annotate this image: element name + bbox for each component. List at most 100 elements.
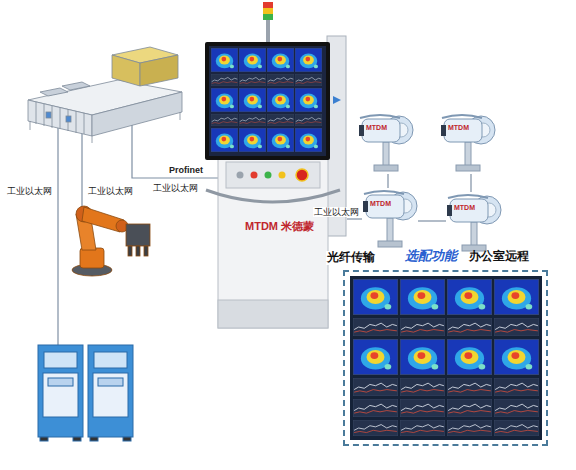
monitoring-cabinet bbox=[239, 74, 266, 86]
fiber-label: 光纤传输 bbox=[326, 251, 376, 265]
remote-office-box: 选配功能办公室远程 bbox=[343, 270, 548, 446]
production-line bbox=[180, 112, 181, 120]
remote-screen bbox=[353, 399, 398, 417]
robot-arm bbox=[126, 224, 150, 246]
camera-symbol bbox=[364, 191, 404, 194]
production-line bbox=[28, 47, 182, 143]
monitoring-cabinet bbox=[211, 74, 238, 86]
remote-screen bbox=[494, 339, 539, 375]
network-link bbox=[470, 174, 471, 192]
network-link bbox=[418, 220, 446, 221]
monitoring-cabinet bbox=[211, 88, 238, 112]
camera-symbol bbox=[446, 192, 502, 254]
camera-brand: MTDM bbox=[448, 124, 469, 132]
monitoring-cabinet bbox=[237, 172, 244, 179]
control-cabinet bbox=[38, 345, 83, 437]
remote-screen bbox=[494, 420, 539, 436]
monitoring-cabinet bbox=[333, 96, 341, 104]
production-line bbox=[92, 92, 182, 136]
camera-symbol bbox=[440, 112, 496, 174]
thermal-camera: MTDM bbox=[358, 112, 414, 174]
camera-brand: MTDM bbox=[454, 204, 475, 212]
remote-screen bbox=[494, 279, 539, 315]
ethernet-wire bbox=[81, 133, 82, 208]
monitoring-cabinet bbox=[263, 14, 273, 20]
camera-symbol bbox=[363, 201, 368, 212]
robot-arm bbox=[136, 246, 140, 256]
camera-symbol bbox=[359, 125, 364, 136]
thermal-camera: MTDM bbox=[446, 192, 502, 254]
monitoring-cabinet bbox=[267, 114, 294, 126]
monitoring-cabinet bbox=[279, 172, 286, 179]
monitoring-cabinet bbox=[205, 42, 330, 160]
remote-screen bbox=[350, 276, 542, 440]
camera-symbol bbox=[378, 241, 402, 247]
production-line bbox=[84, 113, 85, 134]
control-cabinet bbox=[90, 437, 98, 441]
remote-screen bbox=[447, 420, 492, 436]
monitoring-cabinet bbox=[209, 46, 326, 156]
control-cabinet bbox=[48, 378, 73, 386]
control-cabinet bbox=[94, 352, 127, 368]
remote-screen bbox=[353, 279, 398, 315]
camera-symbol bbox=[360, 115, 400, 118]
monitoring-cabinet bbox=[218, 300, 328, 328]
camera-symbol bbox=[471, 222, 477, 246]
monitoring-cabinet bbox=[251, 172, 258, 179]
remote-screen bbox=[494, 378, 539, 396]
thermal-camera: MTDM bbox=[362, 188, 418, 250]
remote-screen bbox=[494, 318, 539, 336]
remote-screen bbox=[400, 339, 445, 375]
control-cabinet bbox=[73, 437, 81, 441]
camera-symbol bbox=[447, 205, 452, 216]
control-cabinet bbox=[44, 352, 77, 368]
network-label: 工业以太网 bbox=[6, 186, 53, 196]
monitoring-cabinet bbox=[211, 48, 238, 72]
camera-brand: MTDM bbox=[370, 200, 391, 208]
remote-screen bbox=[400, 279, 445, 315]
monitoring-cabinet bbox=[295, 74, 322, 86]
remote-heading: 办公室远程 bbox=[469, 250, 529, 264]
ethernet-wire bbox=[58, 122, 218, 345]
production-line bbox=[46, 112, 51, 118]
monitoring-cabinet bbox=[211, 114, 238, 126]
production-line bbox=[76, 111, 77, 133]
monitoring-cabinet bbox=[239, 48, 266, 72]
monitoring-cabinet bbox=[239, 114, 266, 126]
remote-screen bbox=[350, 276, 542, 440]
production-line bbox=[30, 121, 31, 130]
production-line bbox=[60, 107, 61, 129]
control-cabinet bbox=[98, 378, 123, 386]
network-label: 工业以太网 bbox=[313, 207, 360, 217]
camera-symbol bbox=[387, 218, 393, 242]
production-line bbox=[92, 136, 93, 143]
camera-symbol bbox=[441, 125, 446, 136]
camera-symbol bbox=[362, 188, 418, 250]
monitoring-cabinet bbox=[239, 88, 266, 112]
remote-screen bbox=[400, 420, 445, 436]
remote-screen bbox=[447, 399, 492, 417]
remote-screen bbox=[447, 339, 492, 375]
camera-symbol bbox=[465, 142, 471, 166]
production-line bbox=[66, 116, 71, 122]
monitoring-cabinet bbox=[295, 88, 322, 112]
monitoring-cabinet bbox=[206, 190, 340, 202]
monitoring-cabinet bbox=[263, 2, 273, 8]
camera-brand: MTDM bbox=[366, 124, 387, 132]
robot-arm bbox=[128, 246, 132, 256]
monitoring-cabinet bbox=[267, 74, 294, 86]
remote-screen bbox=[353, 318, 398, 336]
control-cabinet bbox=[43, 373, 78, 417]
remote-screen bbox=[447, 378, 492, 396]
camera-symbol bbox=[450, 199, 488, 222]
optional-heading: 选配功能 bbox=[405, 249, 457, 264]
camera-symbol bbox=[383, 142, 389, 166]
cabinet-brand: MTDM 米德蒙 bbox=[245, 220, 314, 233]
remote-screen bbox=[353, 420, 398, 436]
camera-symbol bbox=[358, 112, 414, 174]
monitoring-cabinet bbox=[267, 128, 294, 152]
